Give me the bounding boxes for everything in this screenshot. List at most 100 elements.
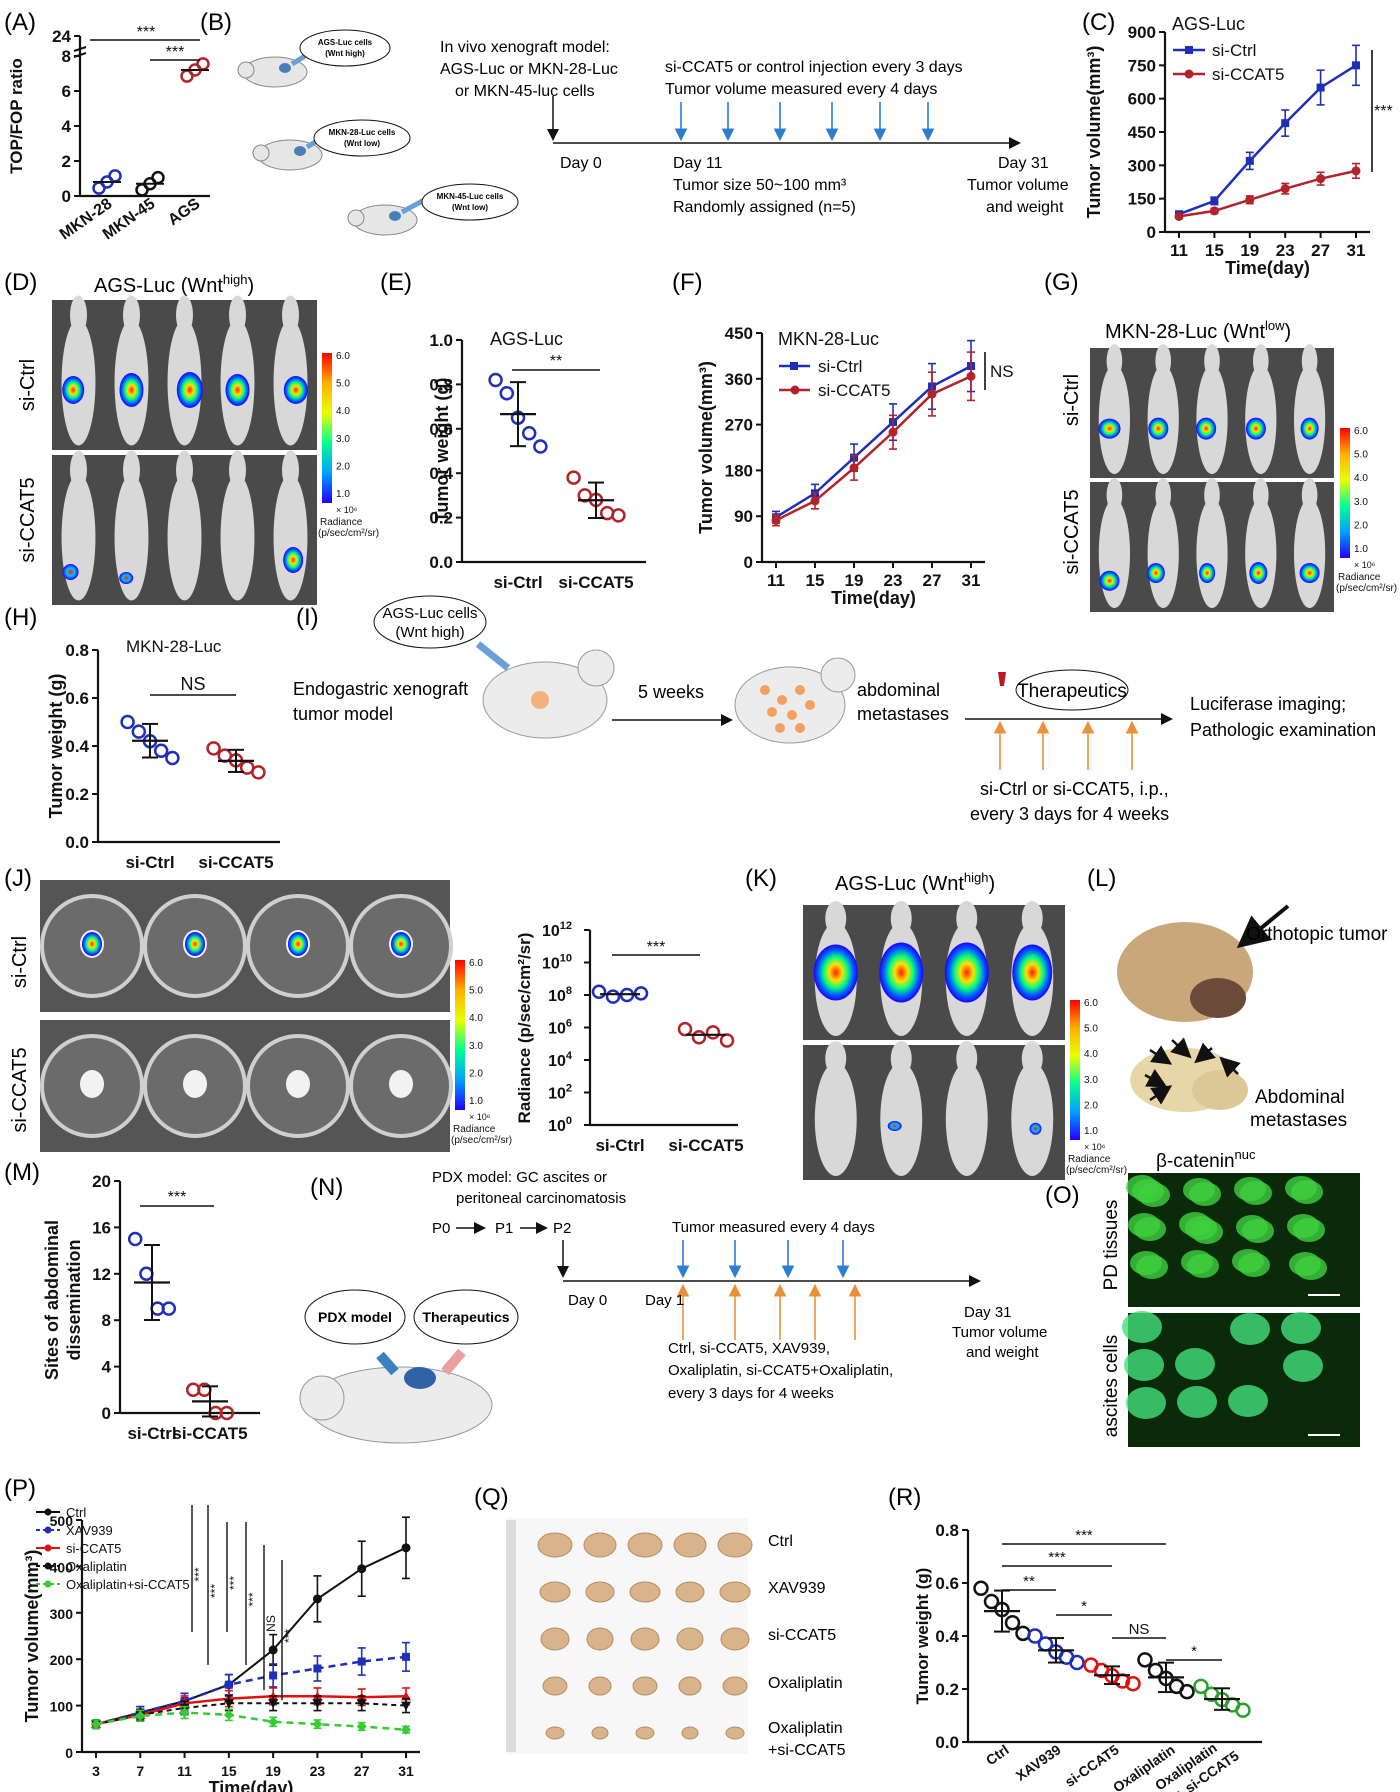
data-marker (223, 1709, 234, 1720)
luminescence-signal (176, 372, 203, 408)
metastasis-arrow (1149, 1045, 1173, 1065)
passage: P0 (432, 1220, 450, 1237)
panel-label: (K) (745, 865, 777, 892)
metastasis-arrow (1149, 1085, 1173, 1105)
data-marker (91, 1719, 101, 1730)
pdx-bubble (304, 1289, 406, 1345)
axis-break (73, 46, 87, 52)
mouse-body (945, 1062, 988, 1176)
cells-line: AGS-Luc cells (382, 605, 477, 622)
sig-marker: *** (1374, 103, 1393, 120)
y-tick-label: 300 (1128, 156, 1156, 175)
cell-fluorescence (1295, 1256, 1327, 1280)
data-point (499, 386, 515, 401)
y-tick-label: 0.2 (935, 1680, 959, 1699)
tumor (591, 1726, 609, 1740)
data-marker (356, 1699, 367, 1709)
data-marker (268, 1716, 279, 1727)
y-tick-label: 4 (102, 1358, 112, 1377)
panel-title: MKN-28-Luc (Wntlow) (1105, 318, 1291, 343)
y-tick-label: 0.0 (65, 833, 89, 852)
panel-k: (K) AGS-Luc (Wnthigh) 6.05.04.03.02.01.0… (745, 865, 1127, 1180)
y-tick-label: 0.0 (935, 1733, 959, 1752)
mouse-body (1098, 364, 1131, 475)
x-tick-label: Ctrl (983, 1741, 1012, 1768)
panel-label: (G) (1044, 269, 1079, 296)
data-marker (1209, 206, 1219, 216)
legend-label: XAV939 (66, 1523, 113, 1538)
row-label: si-CCAT5 (1061, 489, 1083, 574)
legend-label: Oxaliplatin (66, 1559, 127, 1574)
data-point (1235, 1702, 1251, 1718)
y-tick-label: 100 (548, 1115, 572, 1135)
data-marker (312, 1699, 323, 1709)
dish-images (40, 880, 453, 1152)
panel-d: (D) AGS-Luc (Wnthigh) si-Ctrl si-CCAT5 6… (4, 269, 379, 605)
x-tick-label: 19 (265, 1763, 281, 1779)
y-tick-label: 450 (725, 324, 753, 343)
passage: P2 (553, 1220, 571, 1237)
panel-j: (J) si-Ctrl si-CCAT5 6.05.04.03.02.01.0×… (4, 865, 744, 1155)
luminescence-signal (1245, 417, 1266, 440)
x-tick-label: 11 (1170, 241, 1188, 260)
sig-marker: *** (137, 24, 156, 41)
outcome-line: Pathologic examination (1190, 720, 1376, 740)
luminescence-signal (1012, 944, 1053, 1001)
mouse-head (1301, 478, 1318, 512)
sig-marker: ** (550, 353, 562, 370)
colorbar-tick: 1.0 (336, 489, 350, 500)
data-marker (269, 1671, 278, 1680)
tumor (542, 1676, 568, 1696)
data-point (131, 724, 147, 739)
metastasis-dot (767, 707, 777, 717)
cell-fluorescence (1240, 1181, 1272, 1205)
data-point (1125, 1675, 1141, 1692)
luminescence-signal (119, 373, 144, 407)
x-tick-label: si-CCAT5 (172, 1424, 247, 1443)
x-tick-label: 15 (806, 571, 825, 590)
tumor (539, 1581, 571, 1603)
mouse-head (1204, 344, 1220, 378)
sig-marker: *** (282, 1629, 296, 1643)
data-marker (224, 1680, 233, 1689)
y-tick-label: 2 (62, 152, 71, 171)
colorbar-subtitle: (p/sec/cm²/sr) (1066, 1165, 1127, 1176)
x-tick-label: 31 (398, 1763, 414, 1779)
panel-i: (I) AGS-Luc cells (Wnt high) Endogastric… (293, 595, 1376, 824)
x-tick-label: si-Ctrl (125, 853, 174, 872)
sig-marker: NS (990, 362, 1014, 381)
data-point (161, 1301, 177, 1316)
mouse-body (814, 1062, 857, 1176)
data-point (677, 1021, 693, 1037)
mouse-body (273, 474, 308, 601)
data-marker (268, 1645, 278, 1655)
mouse-head (176, 295, 193, 335)
colorbar-tick: 6.0 (1084, 998, 1098, 1009)
data-point (251, 765, 266, 780)
mouse-head (282, 450, 299, 490)
tumor (719, 1581, 751, 1603)
luminescence-signal (62, 564, 79, 580)
data-marker (401, 1701, 411, 1711)
data-marker (888, 427, 898, 437)
data-marker (966, 371, 976, 381)
data-marker (771, 515, 781, 525)
luminescence-signal (225, 374, 250, 406)
legend-label: si-CCAT5 (818, 381, 890, 400)
data-point (153, 743, 169, 759)
cell-fluorescence (1177, 1386, 1217, 1418)
treatment-line: Ctrl, si-CCAT5, XAV939, (668, 1340, 830, 1357)
y-tick-label: 450 (1128, 123, 1156, 142)
series-line (95, 1711, 407, 1731)
data-marker (1210, 196, 1219, 205)
model-line: Endogastric xenograft (293, 679, 468, 699)
data-marker (1174, 211, 1184, 221)
mouse-head (825, 1040, 847, 1077)
mouse-label-line1: AGS-Luc cells (318, 38, 373, 47)
legend-label: si-Ctrl (818, 357, 862, 376)
treatment-line: every 3 days for 4 weeks (970, 804, 1169, 824)
mouse-head (229, 295, 246, 335)
outcome-line: Luciferase imaging; (1190, 694, 1346, 714)
luminescence-signal (283, 547, 304, 573)
y-tick-label: 20 (92, 1172, 111, 1191)
